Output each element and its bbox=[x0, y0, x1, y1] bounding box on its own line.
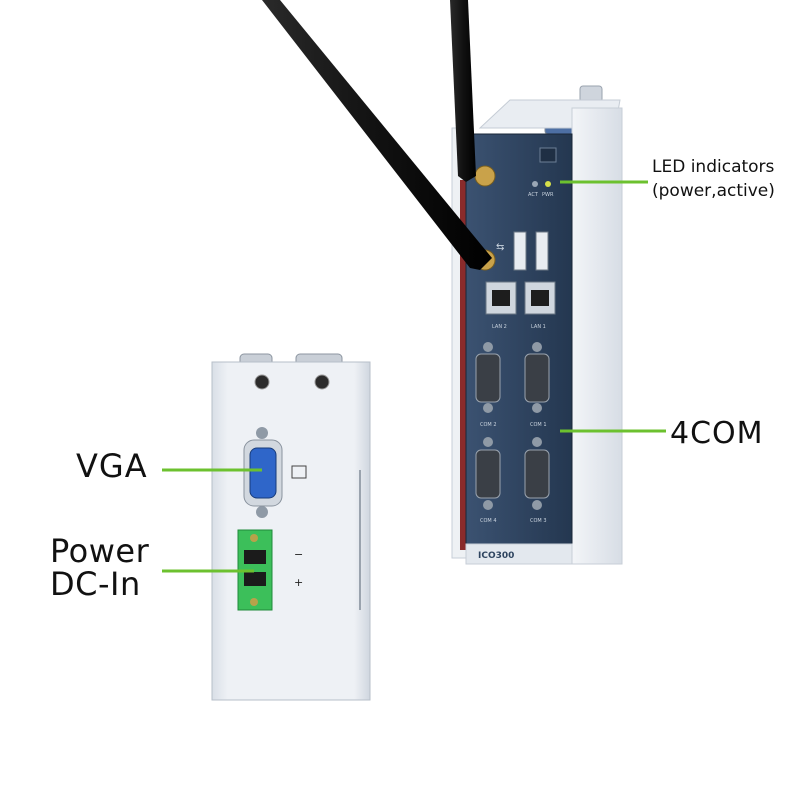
com4-label: COM 4 bbox=[480, 518, 497, 524]
com2-label: COM 2 bbox=[480, 422, 497, 428]
antenna-vertical bbox=[450, 0, 476, 182]
device-front: ICO300 ACT PWR ⇆ LAN 2 LAN 1 COM 2 COM bbox=[451, 85, 623, 565]
vga-label: VGA bbox=[76, 447, 148, 485]
antenna-diagonal bbox=[262, 0, 492, 270]
dc-minus-label: − bbox=[294, 548, 303, 561]
com-port-3 bbox=[524, 437, 550, 510]
vga-port bbox=[243, 427, 283, 518]
com-port-4 bbox=[475, 437, 501, 510]
com-port-2 bbox=[475, 342, 501, 413]
dc-plus-label: + bbox=[294, 576, 303, 589]
power-dc-in-label: Power DC-In bbox=[50, 535, 149, 601]
lan2-label: LAN 2 bbox=[492, 324, 507, 330]
act-led bbox=[532, 181, 538, 187]
com3-label: COM 3 bbox=[530, 518, 547, 524]
vga-symbol-icon bbox=[291, 465, 307, 479]
led-indicators-label: LED indicators (power,active) bbox=[652, 155, 775, 203]
led-label-line1: LED indicators bbox=[652, 157, 775, 177]
com-label: 4COM bbox=[670, 416, 764, 451]
power-label-line1: Power bbox=[50, 532, 150, 570]
pwr-led bbox=[545, 181, 551, 187]
device-side: − + bbox=[211, 353, 371, 701]
lan1-label: LAN 1 bbox=[531, 324, 546, 330]
act-label: ACT bbox=[528, 192, 539, 198]
pwr-label: PWR bbox=[542, 192, 554, 198]
com1-label: COM 1 bbox=[530, 422, 547, 428]
com-port-1 bbox=[524, 342, 550, 413]
usb-port-1 bbox=[513, 231, 527, 271]
usb-port-2 bbox=[535, 231, 549, 271]
model-label: ICO300 bbox=[478, 551, 514, 561]
usb-icon: ⇆ bbox=[496, 242, 504, 253]
led-label-line2: (power,active) bbox=[652, 181, 775, 201]
power-label-line2: DC-In bbox=[50, 565, 141, 603]
